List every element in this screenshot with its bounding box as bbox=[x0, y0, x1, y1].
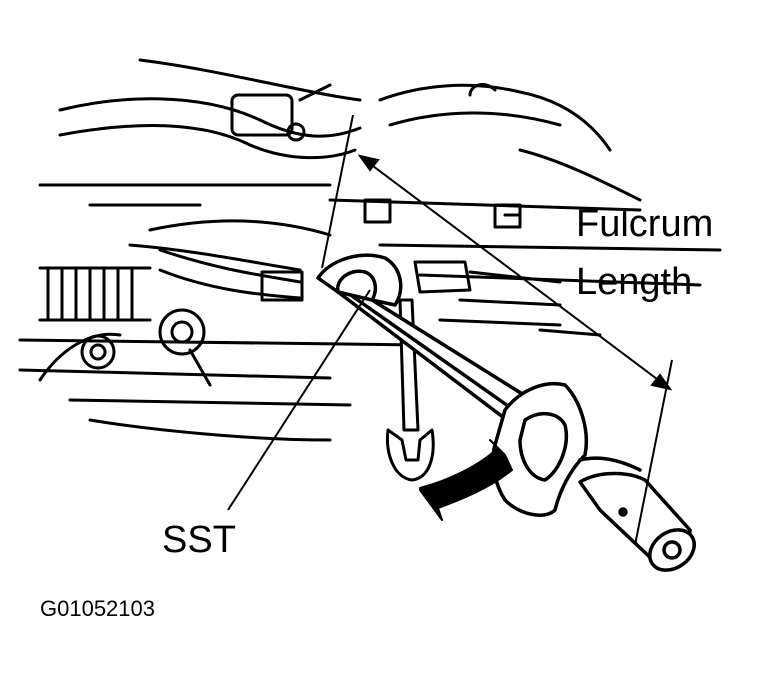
engine-background bbox=[18, 58, 722, 442]
sst-tool bbox=[316, 253, 696, 572]
fulcrum-label-line1: Fulcrum bbox=[576, 203, 713, 245]
sst-label: SST bbox=[162, 519, 236, 561]
dimension-arrow-icon bbox=[321, 114, 673, 546]
rotation-arrow-icon bbox=[419, 439, 513, 521]
sst-leader-line bbox=[227, 289, 371, 511]
figure-id: G01052103 bbox=[40, 596, 155, 621]
fulcrum-label-line2: Length bbox=[576, 261, 692, 303]
